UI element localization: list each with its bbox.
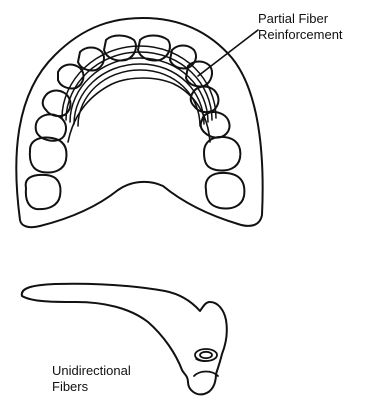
upper-arch-occlusal-view [16, 18, 262, 227]
tooth-crown-profile [194, 372, 218, 377]
unidirectional-fiber-cross-section [195, 349, 217, 361]
arch-outline [16, 18, 262, 227]
tooth-left-molar-2 [26, 175, 61, 209]
unidirectional-label-line1: Unidirectional [52, 363, 131, 379]
partial-fiber-label-line1: Partial Fiber [258, 11, 343, 27]
palate-inner-contour [68, 78, 210, 142]
unidirectional-fibers-label: Unidirectional Fibers [52, 363, 131, 395]
tooth-right-canine [186, 62, 212, 87]
tooth-left-lateral-incisor [78, 48, 104, 71]
tooth-right-central-incisor [138, 36, 170, 61]
partial-fiber-label-line2: Reinforcement [258, 27, 343, 43]
tooth-left-molar-1 [30, 138, 67, 173]
tooth-right-premolar-2 [201, 112, 230, 138]
unidirectional-label-line2: Fibers [52, 379, 131, 395]
tooth-right-molar-2 [206, 173, 245, 209]
partial-fiber-reinforcement-label: Partial Fiber Reinforcement [258, 11, 343, 43]
